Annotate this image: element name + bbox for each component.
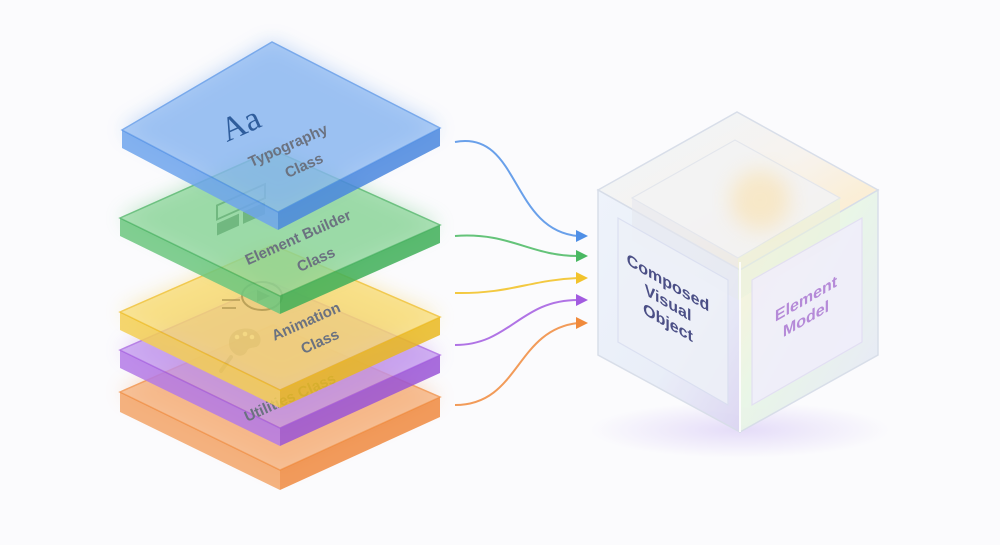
arrow-green <box>454 234 588 262</box>
arrow-purple <box>454 294 588 346</box>
composed-cube: Composed Visual Object Element Model <box>590 111 890 458</box>
layer-stack: Utilities Class Animation Class <box>118 41 442 490</box>
arrow-orange <box>454 317 588 406</box>
layer-animation: Animation Class <box>118 244 442 408</box>
arrow-yellow <box>454 272 588 295</box>
arrows <box>454 140 588 406</box>
layer-typography: Aa Typography Class <box>120 41 442 230</box>
arrow-blue <box>454 140 588 242</box>
